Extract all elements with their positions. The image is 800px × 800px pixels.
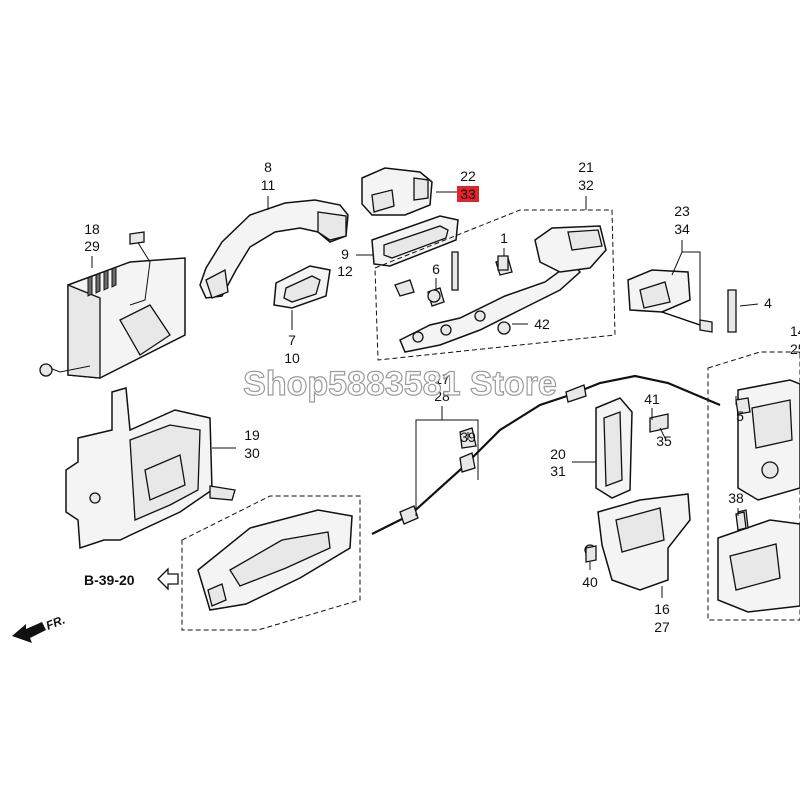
callout-41: 41 <box>644 391 660 407</box>
handle-gasket-part <box>371 215 459 267</box>
callout-17-28: 17 28 <box>434 371 450 404</box>
callout-number: 21 <box>578 159 594 175</box>
callout-22-33: 22 33 <box>457 168 479 202</box>
callout-18-29: 18 29 <box>84 221 100 254</box>
callout-number: 28 <box>434 388 450 404</box>
callout-20-31: 20 31 <box>550 446 566 479</box>
callout-number: 31 <box>550 463 566 479</box>
callout-23-34: 23 34 <box>674 203 690 237</box>
callout-8-11: 8 11 <box>261 159 276 193</box>
callout-number: 9 <box>341 246 349 262</box>
callout-number: 32 <box>578 177 594 193</box>
callout-number: 25 <box>790 341 800 357</box>
callout-number: 23 <box>674 203 690 219</box>
highlight-marker <box>457 186 479 202</box>
direction-arrow-icon <box>12 622 46 643</box>
callout-6: 6 <box>432 261 440 277</box>
callout-number: 34 <box>674 221 690 237</box>
callout-21-32: 21 32 <box>578 159 594 193</box>
reference-link[interactable]: B-39-20 <box>84 567 179 591</box>
callout-14-25: 14 25 <box>790 323 800 357</box>
callout-number: 27 <box>654 619 670 635</box>
callout-number: 18 <box>84 221 100 237</box>
callout-9-12: 9 12 <box>337 246 353 279</box>
lock-switch-part <box>627 269 737 333</box>
watermark-text: Shop5883581 Store <box>243 365 557 403</box>
callout-38: 38 <box>728 490 744 506</box>
inner-handle-cable-part <box>371 374 721 535</box>
callout-number: 29 <box>84 238 100 254</box>
callout-number: 7 <box>288 332 296 348</box>
callout-number: 11 <box>261 177 276 193</box>
handle-bezel-part <box>273 265 331 309</box>
callout-number: 12 <box>337 263 353 279</box>
callout-7-10: 7 10 <box>284 332 300 366</box>
callout-number: 10 <box>284 350 300 366</box>
callout-40: 40 <box>582 574 598 590</box>
callout-16-27: 16 27 <box>654 601 670 635</box>
callout-4: 4 <box>764 295 772 311</box>
callout-number: 19 <box>244 427 260 443</box>
reference-label[interactable]: B-39-20 <box>84 572 135 588</box>
callout-number: 20 <box>550 446 566 462</box>
callout-39: 39 <box>460 429 476 445</box>
callout-5: 5 <box>736 408 744 424</box>
direction-label: FR. <box>44 613 67 633</box>
callout-number: 22 <box>460 168 476 184</box>
inner-handle-assembly <box>181 495 361 631</box>
front-direction-indicator: FR. <box>12 613 67 643</box>
callout-19-30: 19 30 <box>244 427 260 461</box>
callout-number: 30 <box>244 445 260 461</box>
actuator-housing-part <box>39 231 186 379</box>
callout-number: 17 <box>434 371 450 387</box>
callout-1: 1 <box>500 230 508 246</box>
handle-base-assembly <box>374 209 616 361</box>
callout-number: 8 <box>264 159 272 175</box>
fasteners <box>427 255 751 563</box>
leader-lines <box>91 191 759 598</box>
reference-arrow-icon <box>157 567 179 591</box>
bracket-plate-part <box>65 387 236 550</box>
callout-42: 42 <box>534 316 550 332</box>
lock-protector-part <box>584 493 691 591</box>
callout-35: 35 <box>656 433 672 449</box>
key-cylinder-part <box>361 167 433 216</box>
callout-number-highlighted: 33 <box>460 186 476 202</box>
callout-number: 16 <box>654 601 670 617</box>
callout-number: 14 <box>790 323 800 339</box>
lever-bracket-part <box>595 397 669 499</box>
outer-handle-part <box>199 199 349 299</box>
door-lock-assembly <box>707 351 800 621</box>
